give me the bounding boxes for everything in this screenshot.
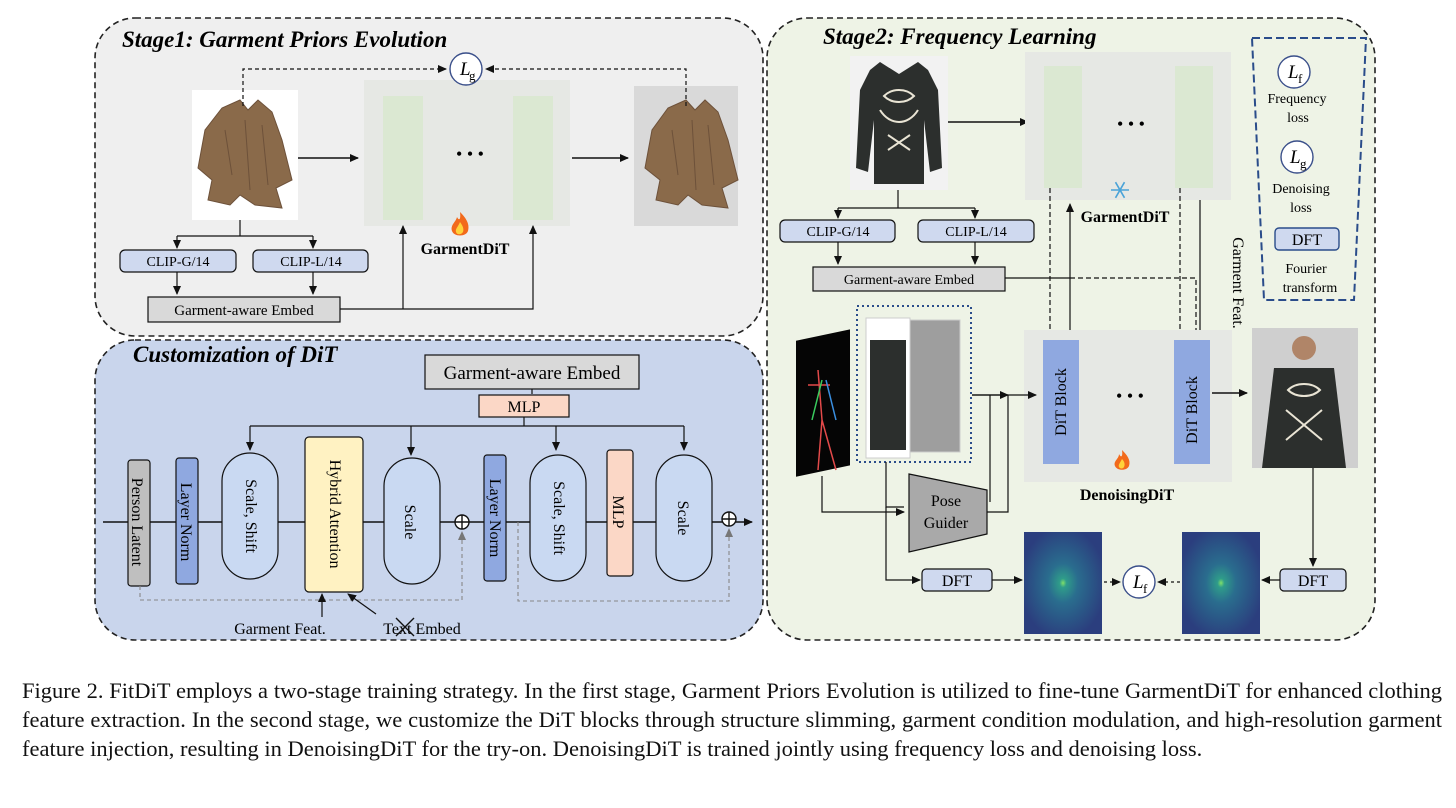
garment-image-output (634, 86, 739, 226)
lg-main: L (459, 59, 471, 80)
stage2-panel: Stage2: Frequency Learning • • • Garment… (766, 17, 1376, 641)
legend-box (1250, 37, 1368, 301)
custom-embed-label: Garment-aware Embed (444, 363, 621, 384)
dft-box-right (1279, 568, 1347, 592)
masked-person-image (865, 317, 961, 459)
dit-block-1 (1043, 340, 1079, 464)
layer-norm-1-label: Layer Norm (177, 483, 194, 562)
pose-guider-block (908, 473, 988, 553)
fire-icon (1114, 450, 1130, 470)
garment-feat-vertical-label: Garment Feat. (1229, 237, 1246, 329)
dft-right-label: DFT (1298, 573, 1328, 590)
ellipsis: • • • (1116, 386, 1144, 406)
clip-l-box-2 (917, 219, 1035, 243)
fft-spectrum-right (1182, 532, 1260, 634)
scale-shift-2-label: Scale, Shift (550, 481, 567, 555)
stage1-panel: Stage1: Garment Priors Evolution • • • G… (94, 17, 764, 337)
scale-shift-1-block (221, 452, 279, 580)
stage1-title: Stage1: Garment Priors Evolution (122, 27, 447, 52)
scale-1-block (383, 457, 441, 585)
legend-fourier-2: transform (1283, 281, 1338, 296)
clip-g-label: CLIP-G/14 (147, 255, 210, 270)
fire-icon (451, 212, 469, 236)
legend-dft-label: DFT (1292, 232, 1322, 249)
legend-lg-icon (1280, 140, 1314, 174)
ellipsis: • • • (456, 144, 484, 164)
lf-main: L (1132, 572, 1144, 593)
loss-lg-node (449, 52, 483, 86)
legend-lf-sub: f (1298, 71, 1303, 86)
garmentdit-stage2: • • • (1025, 52, 1231, 200)
legend-fourier-1: Fourier (1285, 262, 1327, 277)
figure-caption: Figure 2. FitDiT employs a two-stage tra… (22, 678, 1442, 761)
garmentdit-stage1: • • • (364, 80, 570, 226)
scale-2-block (655, 454, 713, 582)
garment-embed-box (147, 296, 341, 323)
clip-g-label-2: CLIP-G/14 (807, 225, 870, 240)
garment-image-input (192, 90, 298, 220)
ellipsis: • • • (1117, 114, 1145, 134)
loss-lf-node (1122, 565, 1156, 599)
cross-icon (395, 617, 415, 637)
garmentdit-stage2-label: GarmentDiT (1081, 209, 1170, 226)
snowflake-icon (1111, 181, 1129, 199)
hybrid-attention-label: Hybrid Attention (326, 460, 343, 569)
denoisingdit-area: DiT Block DiT Block • • • (1024, 330, 1232, 482)
clip-g-box (119, 249, 237, 273)
customization-panel: Customization of DiT Garment-aware Embed… (94, 339, 764, 641)
clip-l-label-2: CLIP-L/14 (945, 225, 1006, 240)
mlp-block (606, 449, 634, 577)
dit-block-1-label: DiT Block (1053, 368, 1070, 436)
scale-shift-2-block (529, 454, 587, 582)
scale-1-label: Scale (401, 505, 418, 540)
legend-denoise-2: loss (1290, 201, 1312, 216)
layer-norm-2-label: Layer Norm (486, 479, 503, 558)
layer-norm-1-block (175, 457, 199, 585)
dit-block-2-label: DiT Block (1184, 376, 1201, 444)
pose-image (796, 329, 850, 477)
person-image-output (1252, 328, 1358, 468)
shirt-image-input (850, 56, 948, 190)
legend-freq-2: loss (1287, 111, 1309, 126)
mlp-block-label: MLP (609, 496, 626, 529)
mlp-top-label: MLP (508, 399, 541, 416)
layer-norm-2-block (483, 454, 507, 582)
legend-lg-sub: g (1300, 156, 1307, 171)
legend-denoise-1: Denoising (1272, 182, 1330, 197)
embed-label: Garment-aware Embed (174, 303, 314, 319)
pose-guider-label-1: Pose (931, 493, 961, 510)
clip-l-label: CLIP-L/14 (280, 255, 341, 270)
person-latent-label: Person Latent (128, 478, 145, 567)
fft-spectrum-left (1024, 532, 1102, 634)
scale-2-label: Scale (674, 501, 691, 536)
garmentdit-label: GarmentDiT (421, 241, 510, 258)
embed-label-2: Garment-aware Embed (844, 273, 974, 288)
lf-sub: f (1143, 581, 1148, 596)
custom-embed-box (424, 354, 640, 390)
person-latent-block (127, 459, 151, 587)
text-embed-label: Text Embed (383, 621, 461, 638)
person-input-group (856, 305, 972, 463)
pose-guider-label-2: Guider (924, 515, 969, 532)
garment-embed-box-2 (812, 266, 1006, 292)
legend-lf-main: L (1287, 62, 1299, 83)
clip-l-box (252, 249, 369, 273)
lg-sub: g (469, 68, 476, 83)
dft-left-label: DFT (942, 573, 972, 590)
figure-diagram: Stage1: Garment Priors Evolution • • • G… (94, 17, 1376, 641)
legend-lg-main: L (1289, 147, 1301, 168)
dit-block-2 (1174, 340, 1210, 464)
scale-shift-1-label: Scale, Shift (242, 479, 259, 553)
garment-feat-label: Garment Feat. (234, 621, 326, 638)
legend-dft-box (1274, 227, 1340, 251)
legend-lf-icon (1277, 55, 1311, 89)
legend-freq-1: Frequency (1267, 92, 1326, 107)
custom-title: Customization of DiT (133, 342, 338, 367)
stage2-title: Stage2: Frequency Learning (823, 24, 1096, 49)
hybrid-attention-block (304, 436, 364, 593)
denoisingdit-label: DenoisingDiT (1080, 487, 1175, 504)
